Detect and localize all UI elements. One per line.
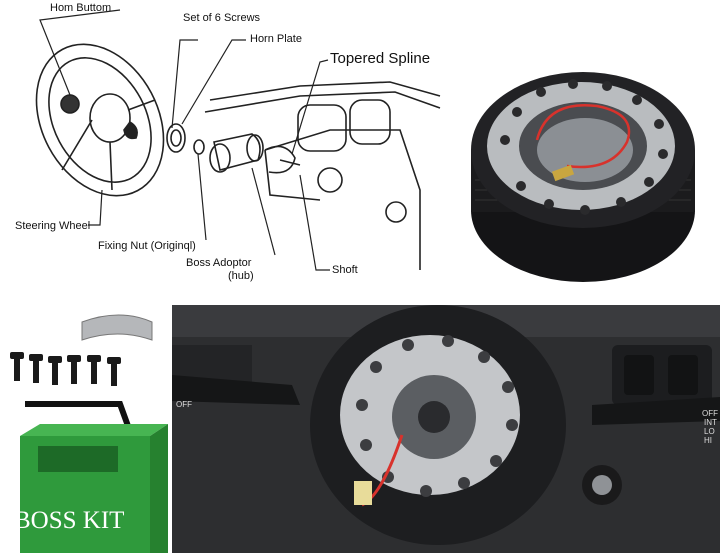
- horn-button-shape: [60, 94, 80, 114]
- hex-key: [25, 401, 131, 428]
- ignition: [592, 475, 612, 495]
- dashboard-image: [172, 305, 720, 553]
- fixing-nut-shape: [193, 139, 205, 155]
- ring-plate: [81, 314, 153, 341]
- label-horn-plate: Horn Plate: [250, 33, 302, 45]
- boss-adaptor-shape: [213, 133, 261, 171]
- hub-adapter-image: [471, 72, 695, 282]
- label-horn-button: Hom Buttom: [50, 2, 112, 14]
- wiper-lo-label: LO: [704, 427, 715, 436]
- diagram-drawing: [35, 9, 441, 271]
- label-boss-adaptor: Boss Adoptor: [186, 257, 252, 269]
- screws: [10, 352, 121, 386]
- wiper-int-label: INT: [704, 418, 717, 427]
- horn-plate-shape: [166, 123, 186, 153]
- wiper-off-label: OFF: [702, 409, 718, 418]
- label-steering-wheel: Steering Wheel: [15, 220, 91, 232]
- label-tapered-spline: Topered Spline: [330, 50, 431, 67]
- wire-connector: [354, 481, 372, 505]
- hub-product-photo: [445, 0, 720, 300]
- wiper-hi-label: HI: [704, 436, 712, 445]
- label-shaft: Shoft: [332, 264, 358, 276]
- red-wire: [535, 104, 631, 169]
- installed-hub-photo: OFF OFF INT LO HI: [172, 305, 720, 553]
- steering-wheel-shape: [35, 43, 165, 197]
- label-screws: Set of 6 Screws: [183, 12, 261, 24]
- wheel-hub-shape: [89, 93, 131, 143]
- left-stalk: [172, 375, 300, 405]
- left-stalk-label: OFF: [176, 400, 192, 409]
- box-label: BOSS KIT: [14, 507, 125, 534]
- exploded-diagram: Hom Buttom Set of 6 Screws Horn Plate To…: [0, 0, 445, 290]
- kit-items-image: [10, 314, 168, 553]
- right-stalk: [592, 397, 720, 425]
- label-hub: (hub): [228, 270, 254, 282]
- kit-contents-photo: BOSS KIT: [0, 300, 172, 553]
- label-fixing-nut: Fixing Nut (Originql): [98, 240, 196, 252]
